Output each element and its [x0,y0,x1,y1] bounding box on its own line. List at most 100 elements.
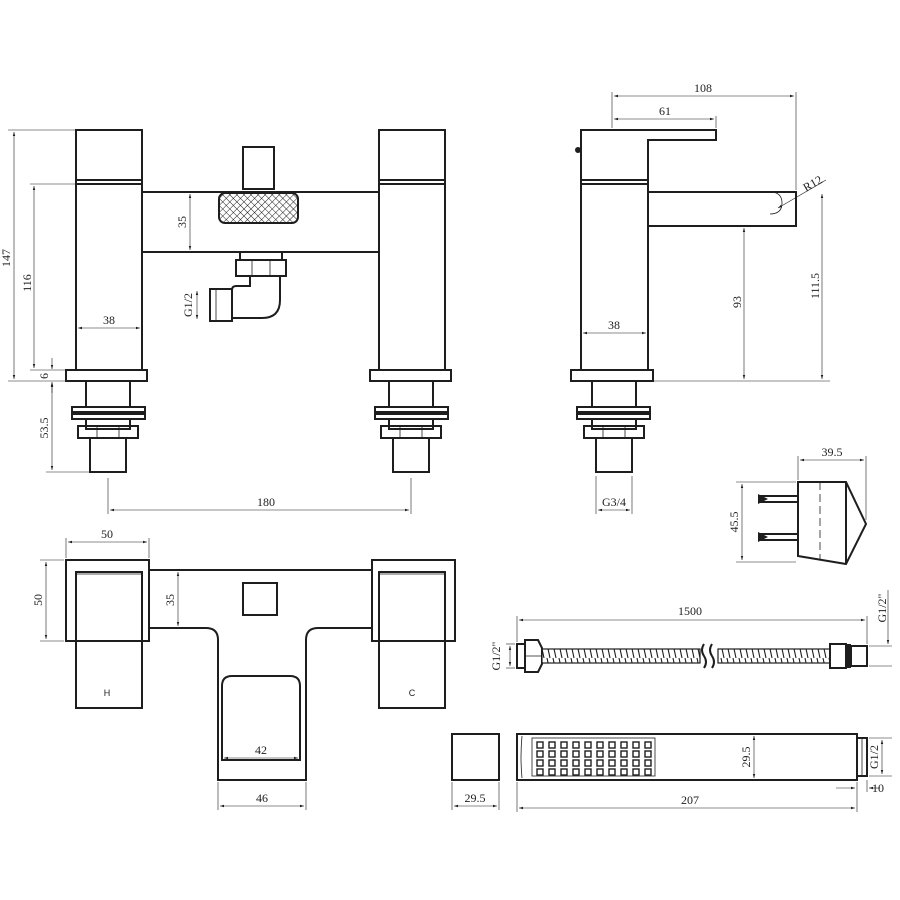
nozzle [572,741,580,749]
dim-handset-head: 29.5 [739,747,753,768]
right-handle-body [378,183,446,371]
nozzle [632,750,640,758]
dim-reach-total: 108 [694,81,712,95]
nozzle [536,750,544,758]
dim-shank-length: 53.5 [37,418,51,439]
nozzle [560,750,568,758]
top-spout-outlet [221,675,301,761]
hot-handle [75,571,143,709]
top-body [149,569,373,781]
dim-bracket-height: 45.5 [727,512,741,533]
nozzle [584,750,592,758]
nozzle [536,768,544,776]
dim-handset-thread: G1/2 [867,745,881,769]
nozzle [632,768,640,776]
nozzle [560,741,568,749]
dim-hose-length: 1500 [678,604,702,618]
side-view: 108 61 R12 38 93 111.5 G3/4 [570,81,830,514]
nozzle [536,741,544,749]
nozzle [584,768,592,776]
nozzle [620,759,628,767]
left-handle-body [75,183,143,371]
nozzle [596,768,604,776]
cold-label: C [409,688,416,698]
dim-spout-outer: 46 [256,791,268,805]
top-diverter [242,582,278,616]
dim-top-bridge-depth: 35 [163,594,177,606]
nozzle [644,741,652,749]
nozzle [632,759,640,767]
hose-outlet [209,251,287,322]
dim-side-handle-width: 38 [608,318,620,332]
nozzle [620,750,628,758]
diverter-grille [218,192,299,224]
front-view: 147 116 6 53.5 35 38 180 G1/2 [0,129,452,514]
dim-body-height: 116 [20,274,34,292]
dim-side-overall-height: 111.5 [808,273,822,299]
dim-centres: 180 [257,495,275,509]
dim-hose-thread-left: G1/2" [489,641,503,670]
dim-base-plate: 6 [37,373,51,379]
dim-handset-length: 207 [681,793,699,807]
nozzle [572,750,580,758]
side-spout [648,191,797,227]
nozzle [620,741,628,749]
dim-spout-radius: R12 [801,172,825,194]
dim-handle-width: 38 [103,313,115,327]
handset-body [516,733,858,781]
nozzle [608,768,616,776]
nozzle [548,741,556,749]
nozzle [536,759,544,767]
nozzle-grid [536,741,652,776]
nozzle [608,741,616,749]
dim-hose-thread-right: G1/2" [875,593,889,622]
diverter-knob [242,146,275,190]
nozzle [548,768,556,776]
nozzle [596,750,604,758]
nozzle [572,759,580,767]
handset-end [451,733,500,781]
nozzle [560,759,568,767]
side-lever [580,129,717,185]
nozzle [584,759,592,767]
hose-view: 1500 G1/2" G1/2" [489,590,892,673]
nozzle [644,750,652,758]
dim-spout-height: 93 [730,296,744,308]
dim-bracket-depth: 39.5 [822,445,843,459]
dim-outlet-thread: G1/2 [181,293,195,317]
nozzle [560,768,568,776]
hose-coil [541,648,701,664]
nozzle [608,759,616,767]
nozzle [584,741,592,749]
nozzle [644,759,652,767]
dim-overall-height: 147 [0,249,13,267]
top-view: H C 50 50 35 42 46 [31,527,456,810]
bracket-view: 39.5 45.5 [727,445,868,566]
nozzle [608,750,616,758]
dim-handset-end-size: 29.5 [465,791,486,805]
dim-spout-inner: 42 [255,743,267,757]
dim-inlet-thread: G3/4 [602,495,626,509]
hot-label: H [104,688,111,698]
handset-nozzles [531,737,656,777]
right-handle-cap [378,129,446,185]
nozzle [596,741,604,749]
side-body [580,183,649,371]
nozzle [548,750,556,758]
dim-top-handle-width: 50 [101,527,113,541]
left-shank [65,369,148,473]
right-shank [369,369,452,473]
handset-view: 29.5 29.5 207 10 G1/2 [451,733,892,812]
dim-lever-reach: 61 [659,104,671,118]
nozzle [620,768,628,776]
nozzle [548,759,556,767]
dim-handset-connector: 10 [872,781,884,795]
left-handle-cap [75,129,143,185]
cold-handle [378,571,446,709]
dim-bridge-height: 35 [175,216,189,228]
nozzle [572,768,580,776]
nozzle [644,768,652,776]
dim-top-handle-depth: 50 [31,594,45,606]
nozzle [632,741,640,749]
